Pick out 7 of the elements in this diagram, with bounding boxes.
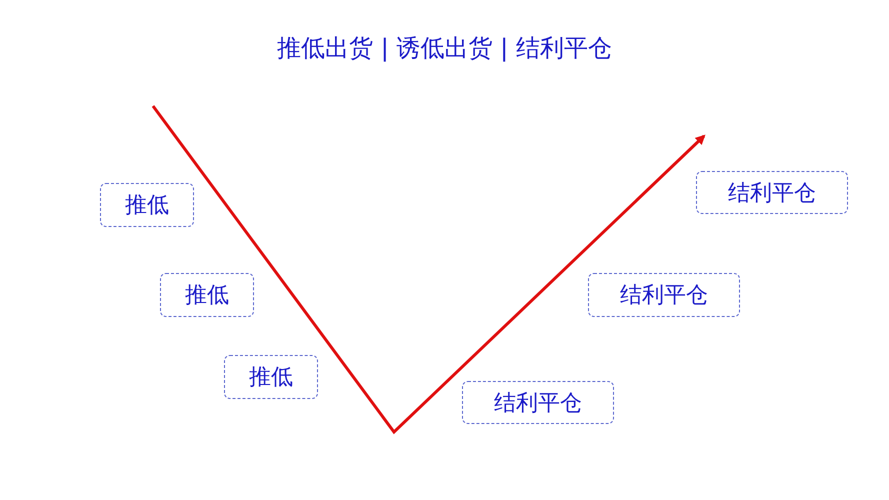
title: 推低出货 | 诱低出货 | 结利平仓: [276, 33, 613, 64]
label-box: 结利平仓: [696, 171, 848, 214]
label-box: 推低: [160, 273, 254, 317]
label-box: 推低: [224, 355, 318, 399]
label-box: 结利平仓: [462, 381, 614, 424]
label-box: 结利平仓: [588, 273, 740, 317]
label-box: 推低: [100, 183, 194, 227]
